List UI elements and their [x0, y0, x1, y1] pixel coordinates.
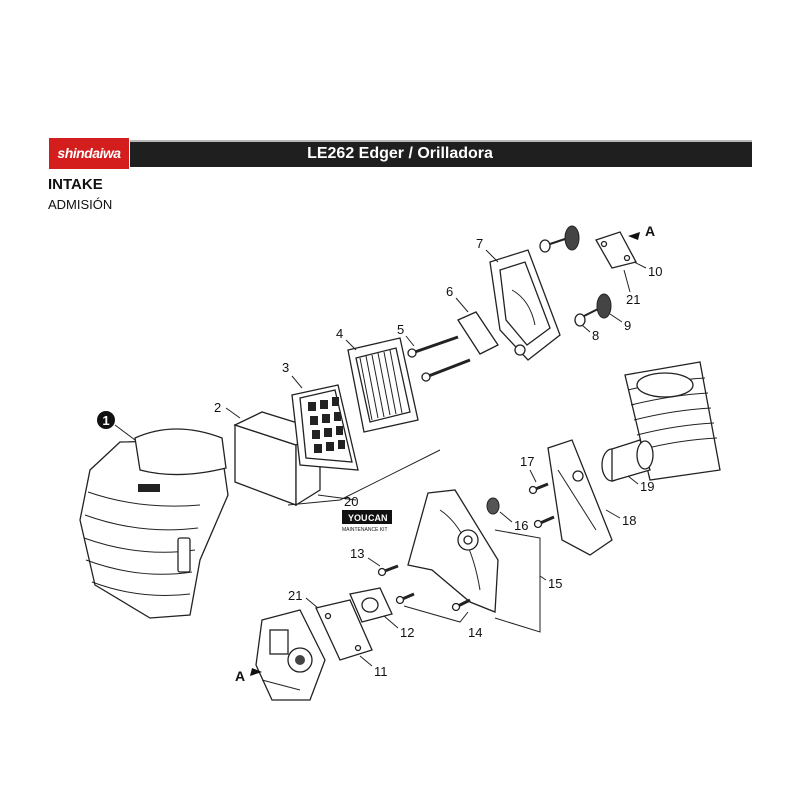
- svg-text:YOU: YOU: [348, 513, 368, 523]
- callout-4: 4: [336, 326, 343, 341]
- callout-10: 10: [648, 264, 662, 279]
- svg-text:MAINTENANCE KIT: MAINTENANCE KIT: [342, 527, 388, 533]
- callout-15: 15: [548, 576, 562, 591]
- part-18-insulator[interactable]: [547, 439, 613, 556]
- callout-21-top: 21: [626, 292, 640, 307]
- callout-18: 18: [622, 513, 636, 528]
- part-16-seal[interactable]: [486, 497, 500, 515]
- part-3-filter-frame[interactable]: [291, 384, 359, 471]
- maintenance-kit-logo: YOU CAN MAINTENANCE KIT: [342, 510, 392, 533]
- part-17-screws[interactable]: [528, 482, 555, 529]
- callout-20: 20: [344, 494, 358, 509]
- callout-11: 11: [374, 664, 388, 679]
- part-8-washers[interactable]: [539, 239, 586, 327]
- callout-6: 6: [446, 284, 453, 299]
- part-10-gasket[interactable]: [595, 231, 637, 269]
- callout-14: 14: [468, 625, 482, 640]
- callout-3: 3: [282, 360, 289, 375]
- callout-19: 19: [640, 479, 654, 494]
- ref-a-top: A: [645, 223, 655, 239]
- callout-7: 7: [476, 236, 483, 251]
- part-14-screws[interactable]: [395, 592, 471, 612]
- callout-5: 5: [397, 322, 404, 337]
- svg-text:CAN: CAN: [368, 513, 388, 523]
- callout-12: 12: [400, 625, 414, 640]
- part-9-knobs[interactable]: [549, 225, 612, 319]
- callout-1-marker: [97, 411, 115, 429]
- part-21-carb-gasket[interactable]: [315, 599, 373, 661]
- header-bar: [48, 140, 752, 167]
- callout-13: 13: [350, 546, 364, 561]
- callout-2: 2: [214, 400, 221, 415]
- ref-a-bottom: A: [235, 668, 245, 684]
- part-7-filter-base[interactable]: [489, 249, 561, 361]
- part-13-screw[interactable]: [377, 564, 399, 577]
- callout-8: 8: [592, 328, 599, 343]
- brand-logo: shindaiwa: [48, 137, 130, 170]
- part-5-bolts[interactable]: [407, 335, 471, 382]
- page-title: LE262 Edger / Orilladora: [307, 145, 493, 162]
- part-19-intake-pipe[interactable]: [601, 439, 654, 482]
- carburetor: [255, 609, 326, 701]
- callout-16: 16: [514, 518, 528, 533]
- part-6-gasket[interactable]: [457, 311, 499, 355]
- part-4-air-filter-element[interactable]: [347, 337, 419, 433]
- part-1-air-cleaner-cover[interactable]: [79, 428, 229, 619]
- section-title-en: INTAKE: [48, 176, 103, 193]
- callout-21-bottom: 21: [288, 588, 302, 603]
- part-15-bracket[interactable]: [407, 489, 499, 613]
- callout-17: 17: [520, 454, 534, 469]
- callout-1: 1: [102, 413, 109, 428]
- section-title-es: ADMISIÓN: [48, 197, 113, 212]
- callout-9: 9: [624, 318, 631, 333]
- part-12-gasket[interactable]: [349, 587, 393, 623]
